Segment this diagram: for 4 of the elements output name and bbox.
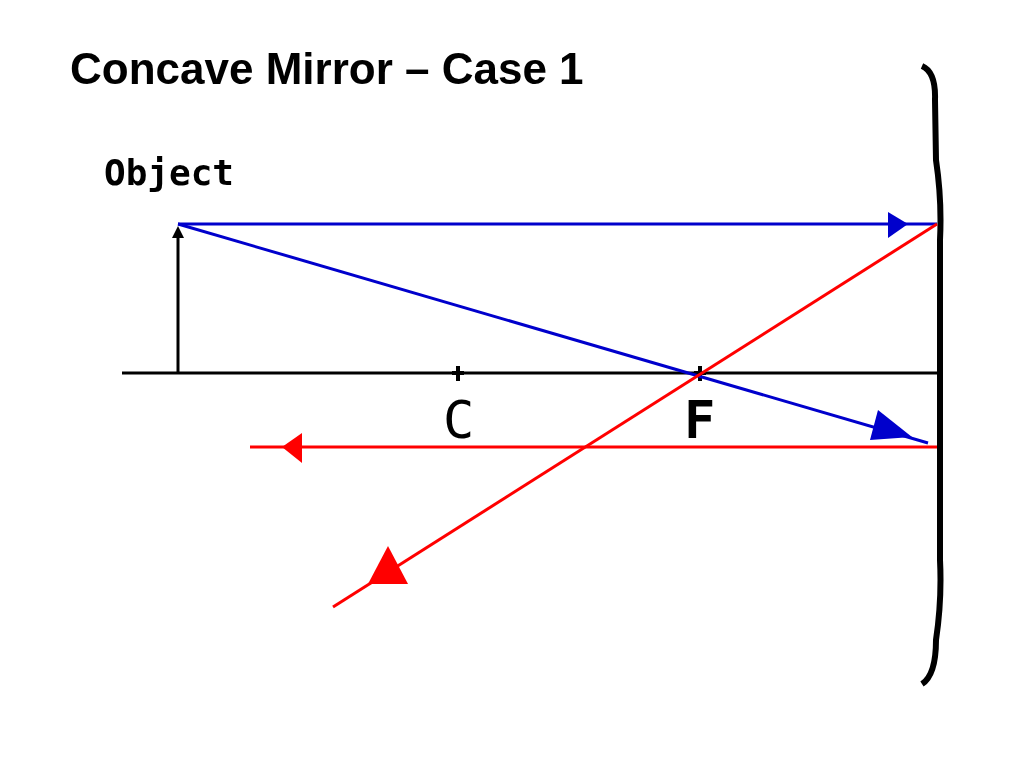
point-label: C	[443, 390, 475, 450]
object-label: Object	[104, 152, 235, 193]
title: Concave Mirror – Case 1	[70, 44, 584, 94]
point-label: F	[684, 390, 716, 450]
